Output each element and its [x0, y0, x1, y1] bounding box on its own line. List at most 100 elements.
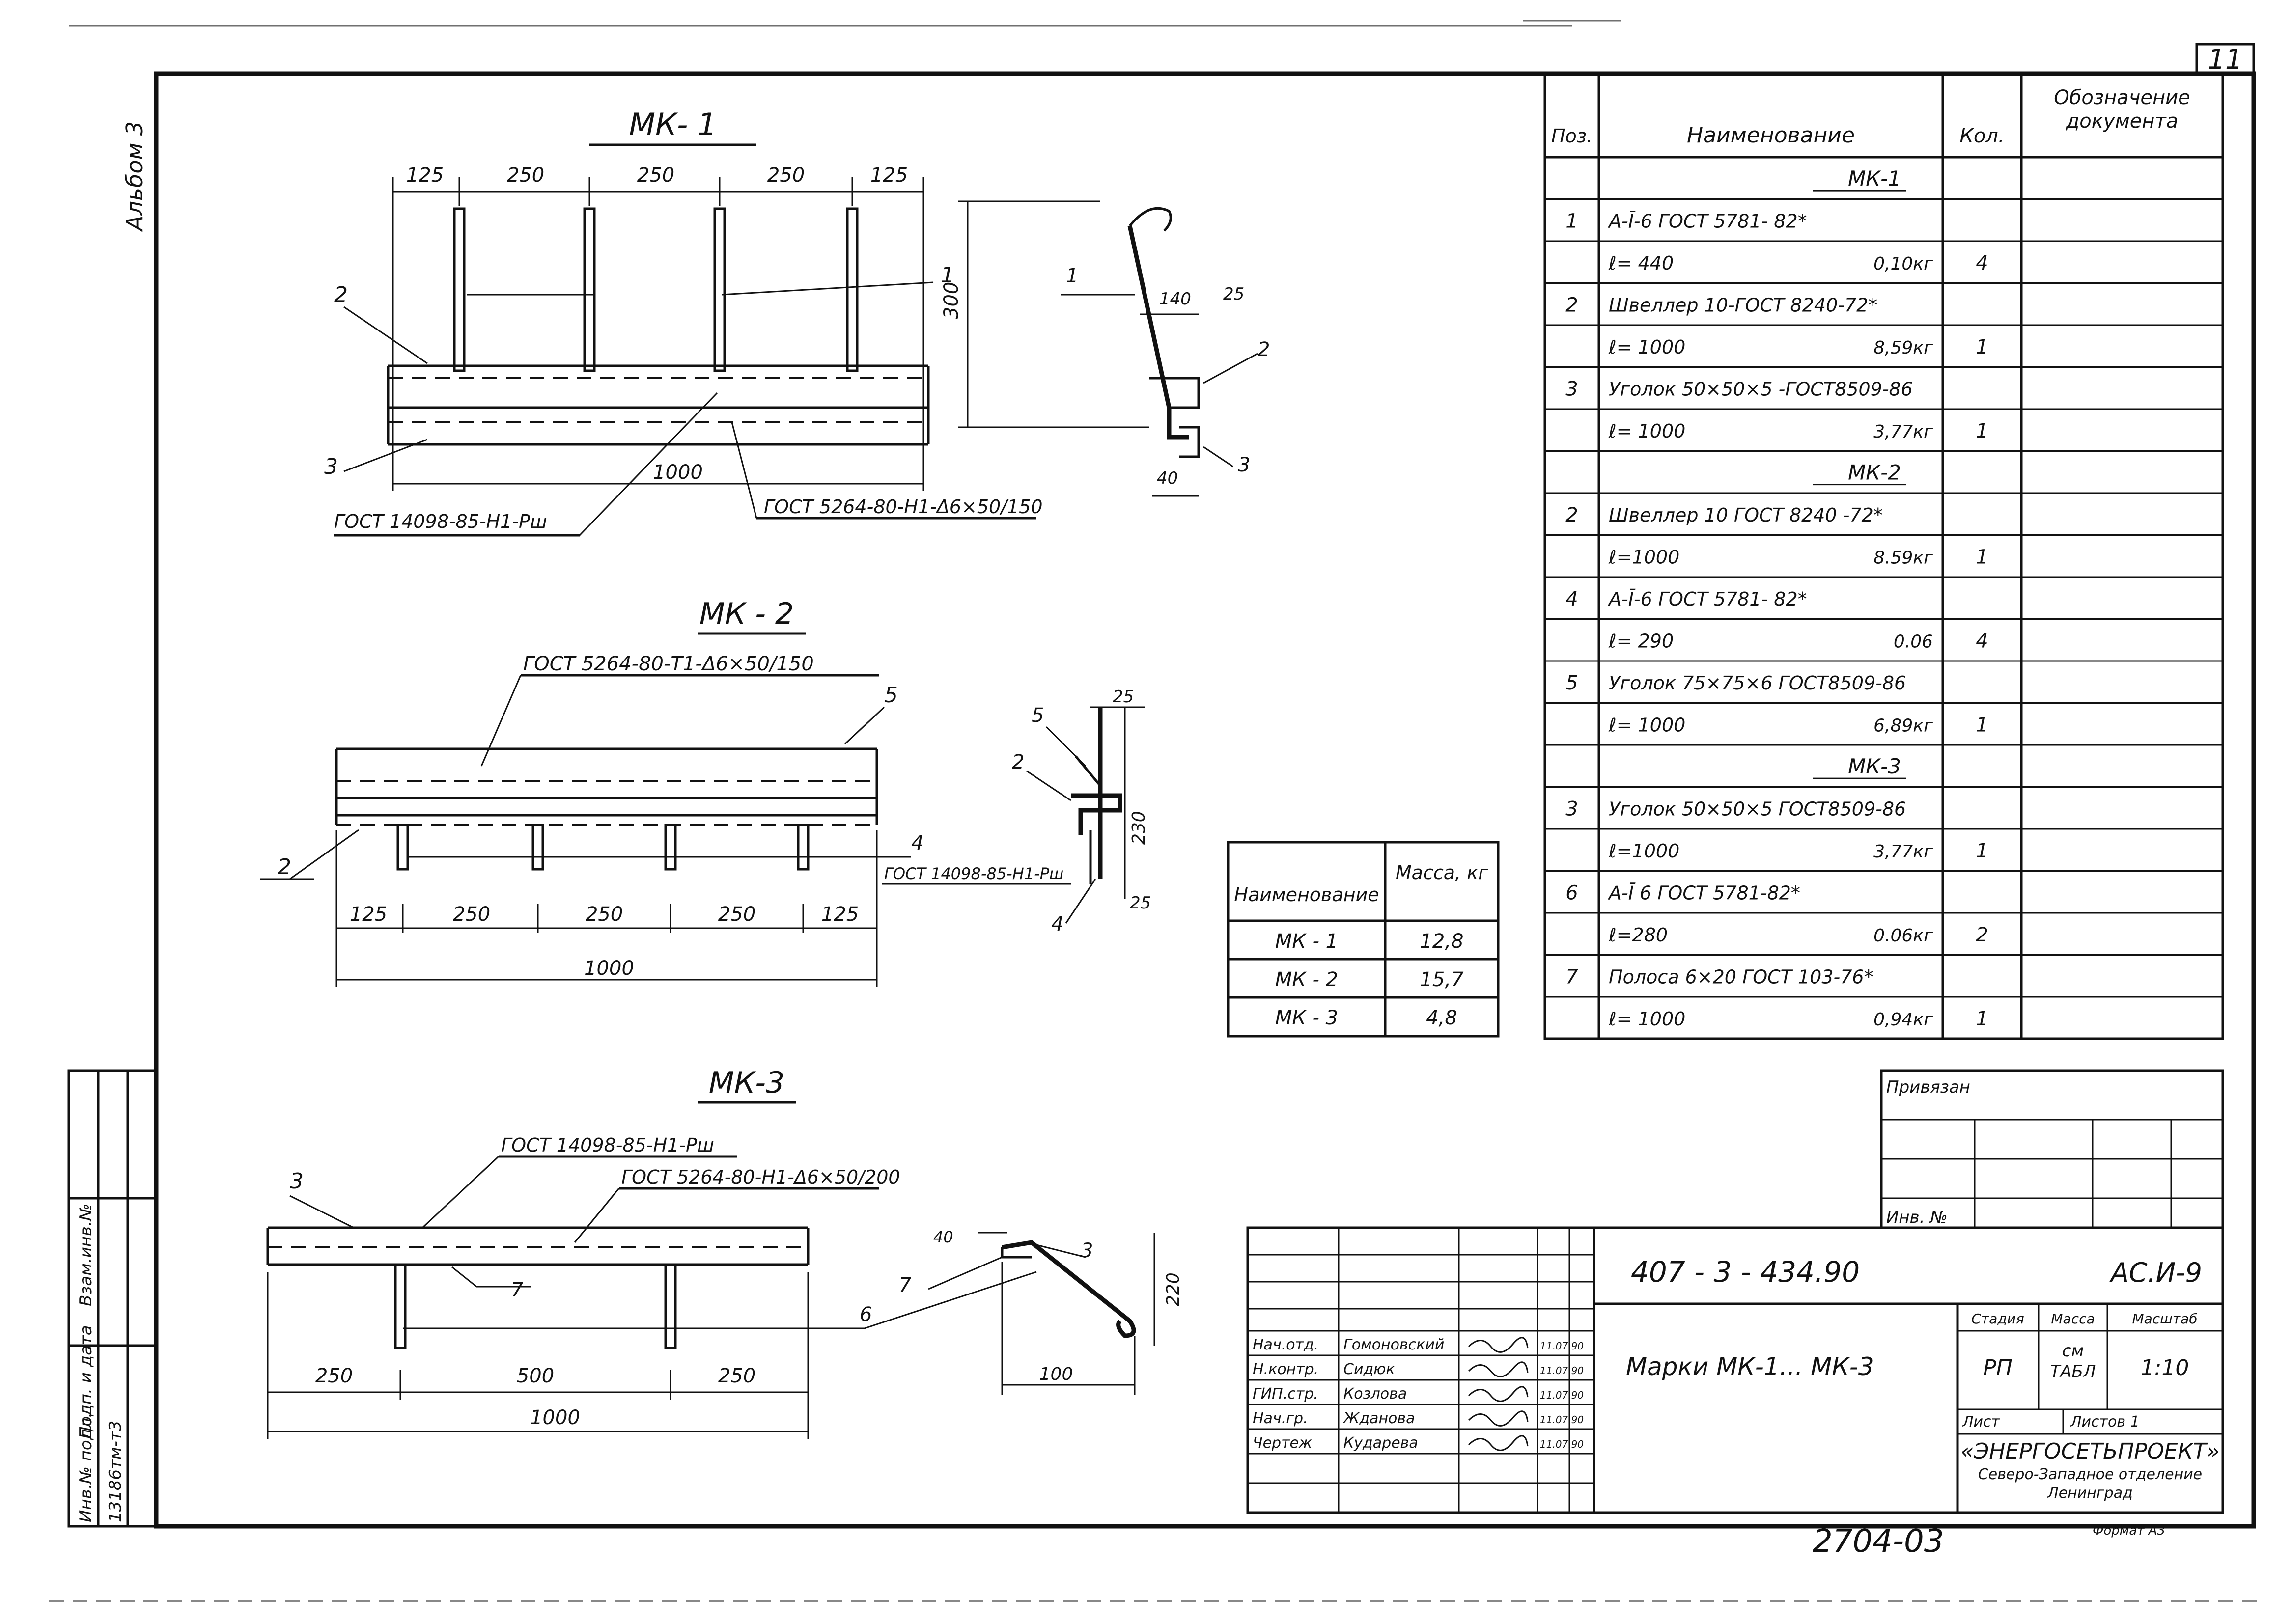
mk2-dim-3: 250 [586, 903, 623, 926]
mk2-dim-2: 250 [453, 903, 490, 926]
sheet-label: Лист [1962, 1413, 2001, 1431]
spec-row-name: ℓ= 1000 [1608, 420, 1685, 442]
sig-name: Сидюк [1343, 1361, 1395, 1378]
spec-row-name: ℓ=1000 [1608, 840, 1679, 862]
mk3-dim-2: 500 [517, 1365, 554, 1387]
spec-row-name: ℓ= 1000 [1608, 715, 1685, 736]
mk2-title: МК - 2 [699, 597, 794, 631]
mk2-dim-1: 125 [350, 903, 387, 926]
spec-row-qty: 1 [1976, 1008, 1988, 1030]
spec-row-qty: 1 [1976, 714, 1988, 737]
mk1-dim-3: 250 [637, 164, 674, 187]
mk3-dim-1: 250 [315, 1365, 353, 1387]
spec-row-qty: 4 [1976, 252, 1988, 275]
binding-inv-label: Инв. № [1886, 1208, 1948, 1227]
binding-block: Привязан Инв. № [1880, 1069, 2224, 1229]
mk1-height: 300 [940, 282, 963, 319]
spec-row-name: ℓ=280 [1608, 924, 1668, 946]
spec-row-name: ℓ= 1000 [1608, 1008, 1685, 1030]
mass-table: Наименование Масса, кг МК - 1 12,8 МК - … [1227, 841, 1500, 1038]
mk3-title: МК-3 [709, 1066, 784, 1100]
sig-name: Кударева [1343, 1434, 1418, 1452]
scale-value: 1:10 [2141, 1355, 2189, 1380]
mk1-note-weld2: ГОСТ 5264-80-Н1-Δ6×50/150 [764, 496, 1043, 518]
mk3-dim-3: 250 [718, 1365, 755, 1387]
spec-header-qty: Кол. [1959, 125, 2004, 147]
spec-row-name: Полоса 6×20 ГОСТ 103-76* [1609, 966, 1873, 988]
spec-row-pos: 1 [1565, 210, 1578, 233]
spec-row-name: ℓ=1000 [1608, 547, 1679, 568]
mk2-note-weld: ГОСТ 5264-80-Т1-Δ6×50/150 [523, 653, 814, 675]
org-name: «ЭНЕРГОСЕТЬПРОЕКТ» [1960, 1439, 2219, 1464]
spec-group-label: МК-2 [1848, 461, 1901, 485]
signature-scribble [1468, 1337, 1529, 1353]
spec-row-pos: 3 [1565, 798, 1578, 821]
spec-row-mass: 8.59кг [1873, 548, 1933, 568]
spec-row-name: Швеллер 10-ГОСТ 8240-72* [1609, 295, 1877, 316]
mk2-length: 1000 [584, 957, 634, 980]
mk1-dim-2: 250 [507, 164, 544, 187]
spec-row-pos: 7 [1565, 966, 1578, 989]
spec-row-pos: 2 [1565, 294, 1578, 317]
page-number: 11 [2208, 44, 2242, 76]
spec-row-name: Уголок 50×50×5 ГОСТ8509-86 [1609, 798, 1906, 820]
mk2-callout-2: 2 [278, 854, 291, 880]
spec-row-mass: 0,94кг [1873, 1010, 1933, 1030]
spec-row-qty: 1 [1976, 336, 1988, 358]
sig-date: 11.07.90 [1540, 1340, 1584, 1352]
mk1-dim-5: 125 [870, 164, 908, 187]
mk2-sec-callout-4: 4 [1051, 913, 1063, 936]
org-city: Ленинград [2047, 1485, 2133, 1502]
spec-header-pos: Поз. [1551, 125, 1593, 147]
spec-row-qty: 1 [1976, 840, 1988, 862]
mk2-sec-dim-230: 230 [1129, 811, 1149, 845]
spec-row-pos: 6 [1565, 882, 1578, 905]
mk1-dim-4: 250 [767, 164, 805, 187]
mass-row-1-name: МК - 1 [1275, 930, 1338, 953]
mk3-sec-dim-100: 100 [1039, 1364, 1073, 1384]
stage-header: Стадия [1971, 1311, 2024, 1327]
mk3-callout-6: 6 [860, 1303, 872, 1326]
spec-row-pos: 4 [1565, 588, 1578, 610]
spec-row-mass: 6,89кг [1873, 716, 1933, 736]
spec-row-pos: 2 [1565, 504, 1578, 526]
signature-scribble [1468, 1435, 1529, 1451]
sig-role: Нач.отд. [1253, 1336, 1318, 1353]
mk2-sec-callout-5: 5 [1032, 704, 1044, 727]
spec-row-mass: 0,10кг [1873, 254, 1933, 274]
mk2-sec-dim-25a: 25 [1113, 687, 1134, 707]
mk3-callout-7: 7 [511, 1279, 524, 1301]
mk3-note-weld: ГОСТ 14098-85-Н1-Рш [501, 1134, 714, 1156]
spec-row-name: ℓ= 290 [1608, 631, 1674, 652]
spec-row-pos: 5 [1565, 672, 1578, 694]
mk1-note-weld: ГОСТ 14098-85-Н1-Рш [334, 511, 547, 532]
spec-row-qty: 4 [1976, 630, 1988, 653]
signature-scribble [1468, 1361, 1529, 1377]
sig-name: Козлова [1343, 1385, 1407, 1403]
mass-header-name: Наименование [1234, 884, 1379, 906]
side-inv-value: 13186тм-т3 [106, 1421, 125, 1522]
spec-row-name: А-Ī-6 ГОСТ 5781- 82* [1607, 211, 1807, 232]
sheet-title: Марки МК-1... МК-3 [1626, 1352, 1874, 1381]
mass-header: Масса [2051, 1311, 2095, 1327]
mk2-callout-5: 5 [884, 683, 898, 708]
mass-row-3-value: 4,8 [1426, 1007, 1457, 1029]
mass-value: см ТАБЛ [2050, 1341, 2096, 1381]
spec-row-name: Уголок 50×50×5 -ГОСТ8509-86 [1609, 379, 1913, 400]
mk2-dim-5: 125 [821, 903, 859, 926]
spec-table: Поз. Наименование Кол. Обозначение докум… [1543, 72, 2224, 1040]
mk3-sec-dim-40: 40 [933, 1228, 953, 1246]
spec-row-pos: 3 [1565, 378, 1578, 401]
mk3-callout-3: 3 [290, 1169, 304, 1194]
spec-row-mass: 8,59кг [1873, 338, 1933, 358]
mass-header-mass: Масса, кг [1396, 862, 1488, 883]
spec-row-mass: 0.06кг [1873, 926, 1933, 946]
sig-role: Н.контр. [1253, 1361, 1318, 1378]
mk3-sec-callout-7: 7 [899, 1274, 912, 1296]
spec-row-mass: 0.06 [1894, 632, 1933, 652]
mk1-length: 1000 [653, 461, 703, 484]
page-number-box [2195, 43, 2255, 75]
mk1-callout-3: 3 [324, 454, 338, 479]
